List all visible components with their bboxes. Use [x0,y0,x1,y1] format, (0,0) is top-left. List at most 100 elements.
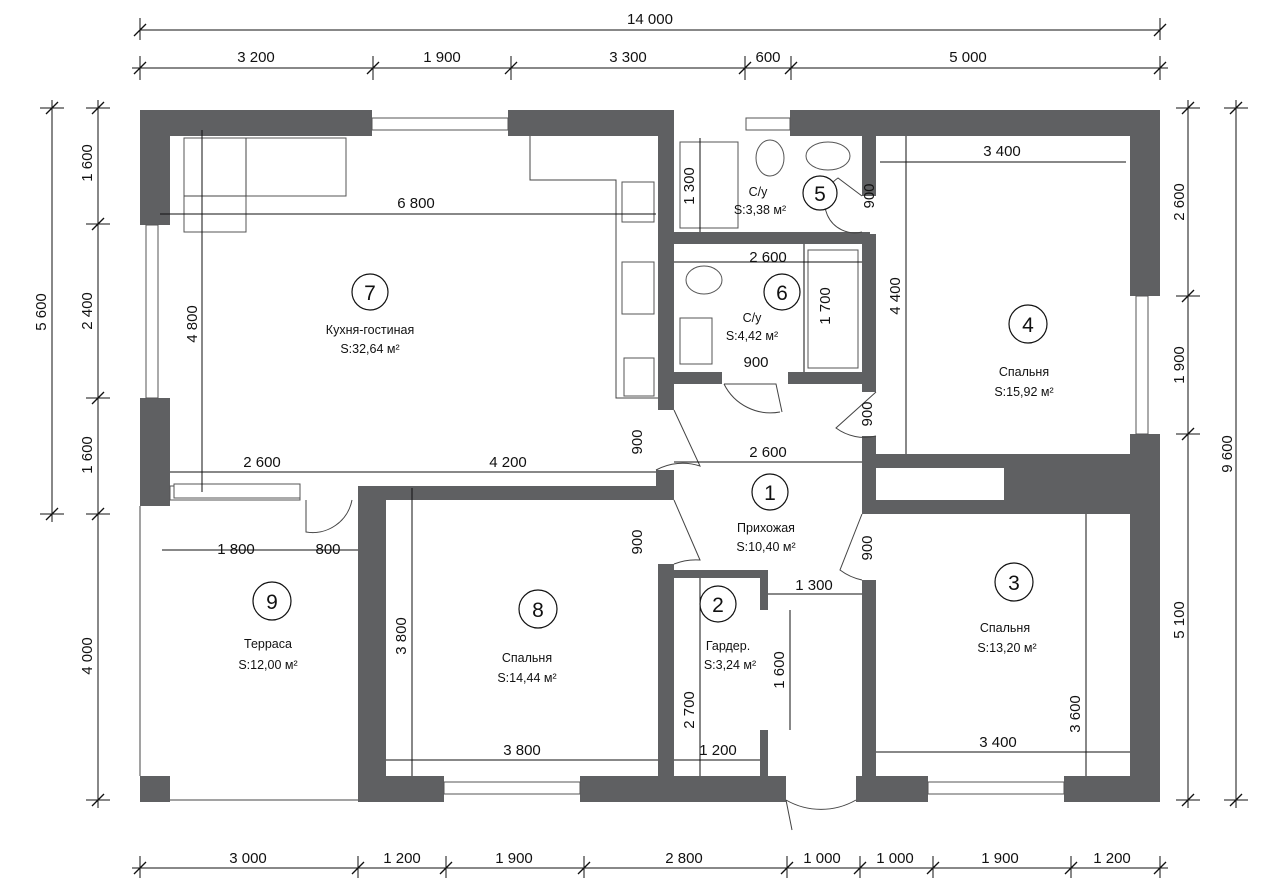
room-area-9: S:12,00 м² [238,658,297,672]
door-bedroom4 [835,391,877,438]
dim-bottom-3: 1 900 [495,850,533,867]
dim-left-total: 5 600 [33,293,50,331]
dim-bottom-8: 1 200 [1093,850,1131,867]
room-label-8: 8 Спальня S:14,44 м² [497,589,558,685]
dim-bath6-door: 900 [743,354,768,371]
room-name-7: Кухня-гостиная [326,323,414,337]
dim-top-1: 3 200 [237,49,275,66]
dim-top-4: 600 [755,49,780,66]
dim-top-2: 1 900 [423,49,461,66]
room-number-3: 3 [1008,572,1020,595]
kitchen-counter [529,136,658,399]
washbasin-bath5 [805,141,851,171]
bathtub [807,249,859,369]
dim-left-1: 1 600 [79,144,96,182]
room-number-6: 6 [776,282,788,305]
dim-bedroom4-width: 3 400 [983,143,1021,160]
room-area-7: S:32,64 м² [340,342,399,356]
dim-hall-door-left2: 900 [629,529,646,554]
sofa [183,137,347,233]
dim-living-width: 6 800 [397,195,435,212]
room-number-4: 4 [1022,314,1034,337]
toilet-bath5 [755,139,785,177]
dim-left-terrace: 4 000 [79,637,96,675]
sink [621,261,655,315]
dim-right-lower: 5 100 [1171,601,1188,639]
room-label-4: 4 Спальня S:15,92 м² [994,304,1054,399]
door-entrance [785,799,857,831]
room-label-3: 3 Спальня S:13,20 м² [977,562,1037,655]
room-number-7: 7 [364,282,376,305]
dim-bedroom8-width: 3 800 [503,742,541,759]
room-name-6: С/у [743,311,763,325]
dim-living-height: 4 800 [184,305,201,343]
dim-hall-width: 2 600 [749,444,787,461]
dim-top-5: 5 000 [949,49,987,66]
dim-bedroom4-height: 4 400 [887,277,904,315]
dim-top-3: 3 300 [609,49,647,66]
room-name-2: Гардер. [706,639,750,653]
room-name-3: Спальня [980,621,1030,635]
dim-top-total: 14 000 [627,11,673,28]
interior-dimensions [160,130,1130,776]
room-area-5: S:3,38 м² [734,203,786,217]
door-bedroom3 [839,513,863,581]
room-area-3: S:13,20 м² [977,641,1036,655]
dim-bath6-height: 1 700 [817,287,834,325]
dim-bottom-1: 3 000 [229,850,267,867]
room-number-2: 2 [712,594,724,617]
door-bedroom8 [673,499,701,565]
room-area-1: S:10,40 м² [736,540,795,554]
room-number-5: 5 [814,183,826,206]
window-bottom-bedroom8 [443,781,581,795]
dim-bottom-5: 1 000 [803,850,841,867]
dim-bottom-2: 1 200 [383,850,421,867]
fridge [623,357,655,397]
window-top-living [371,117,509,131]
dim-bedroom4-door: 900 [859,401,876,426]
dim-wardrobe-height: 2 700 [681,691,698,729]
dim-bath6-width: 2 600 [749,249,787,266]
room-area-2: S:3,24 м² [704,658,756,672]
dim-bath5-height: 1 300 [681,167,698,205]
room-number-1: 1 [764,482,776,505]
dim-left-3: 1 600 [79,436,96,474]
stove [621,181,655,223]
dimension-labels: 14 000 3 200 1 900 3 300 600 5 000 3 000… [33,11,1236,867]
window-bottom-bedroom3 [927,781,1065,795]
vanity [679,317,713,365]
room-area-8: S:14,44 м² [497,671,556,685]
window-left-living [145,224,159,399]
dimension-lines [40,18,1248,878]
dim-terrace-a: 1 800 [217,541,255,558]
dim-right-1: 2 600 [1171,183,1188,221]
door-bath6 [723,383,783,414]
dim-hall-door-right: 900 [859,535,876,560]
room-label-1: 1 Прихожая S:10,40 м² [736,473,796,554]
room-name-8: Спальня [502,651,552,665]
dim-bottom-6: 1 000 [876,850,914,867]
room-name-1: Прихожая [737,521,795,535]
dim-bedroom8-height: 3 800 [393,617,410,655]
shower [679,141,739,229]
dim-bedroom3-width: 3 400 [979,734,1017,751]
door-terrace [305,499,353,534]
door-living [655,409,701,471]
dim-bottom-4: 2 800 [665,850,703,867]
dim-right-total: 9 600 [1219,435,1236,473]
room-name-4: Спальня [999,365,1049,379]
room-label-6: 6 С/у S:4,42 м² [726,273,801,343]
room-label-2: 2 Гардер. S:3,24 м² [699,585,756,672]
window-top-bath [745,117,791,131]
toilet-bath6 [685,265,723,295]
dim-living-bottom-right: 4 200 [489,454,527,471]
dim-terrace-b: 800 [315,541,340,558]
dim-bottom-7: 1 900 [981,850,1019,867]
dim-wardrobe-inner: 1 600 [771,651,788,689]
room-area-4: S:15,92 м² [994,385,1053,399]
dim-wardrobe-top: 1 300 [795,577,833,594]
room-number-9: 9 [266,591,278,614]
room-name-5: С/у [749,185,769,199]
dim-right-2: 1 900 [1171,346,1188,384]
room-name-9: Терраса [244,637,292,651]
